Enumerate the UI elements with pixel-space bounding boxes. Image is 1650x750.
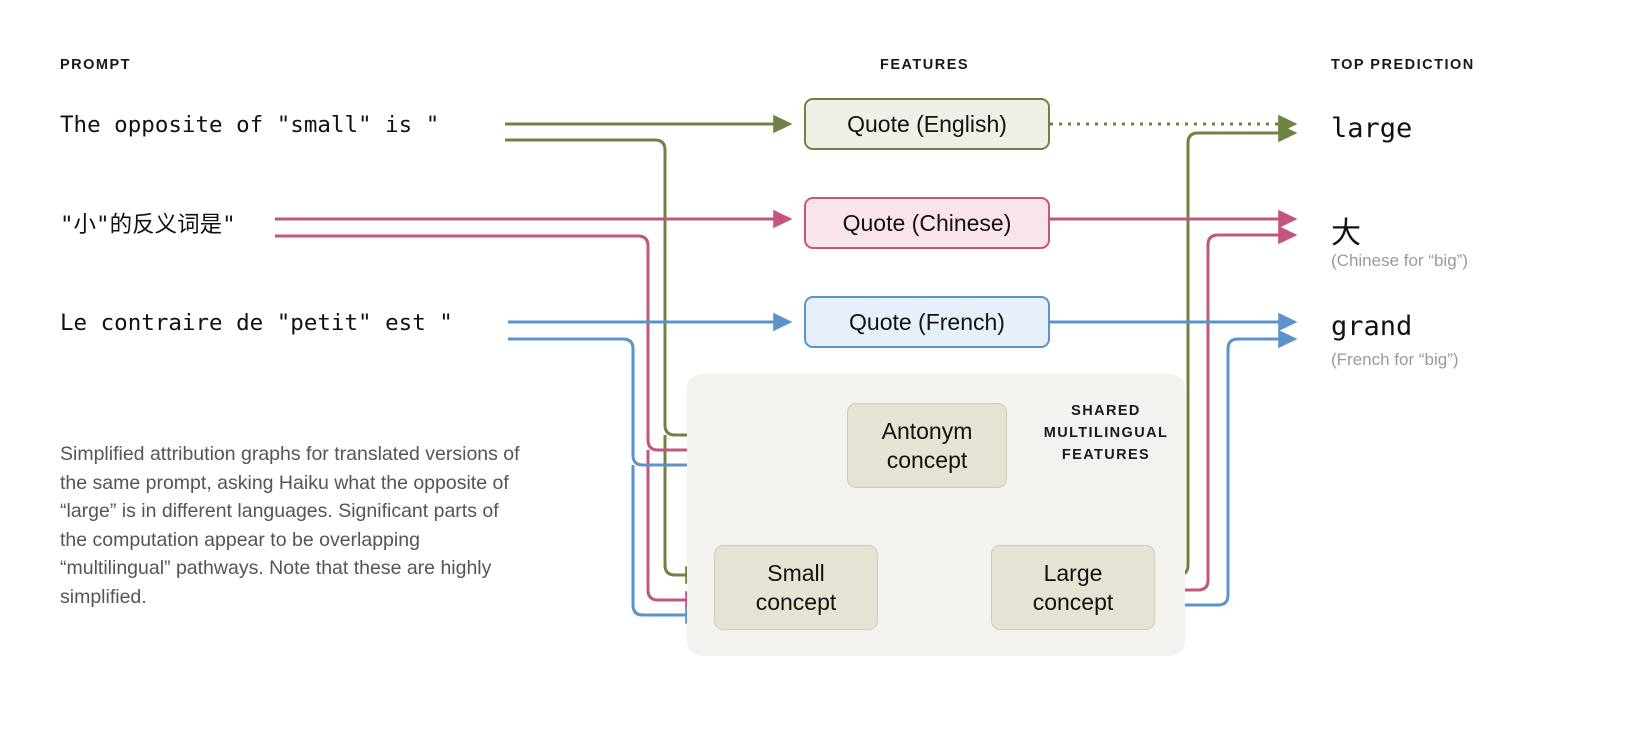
feature-box-quote-french[interactable]: Quote (French) [804, 296, 1050, 348]
concept-box-small[interactable]: Small concept [714, 545, 878, 630]
feature-box-quote-chinese[interactable]: Quote (Chinese) [804, 197, 1050, 249]
column-header-prompt: PROMPT [60, 57, 132, 73]
feature-label-quote-chinese: Quote (Chinese) [842, 209, 1012, 236]
concept-antonym-line-2: concept [886, 446, 968, 473]
figure-caption: Simplified attribution graphs for transl… [60, 443, 520, 608]
prompt-french: Le contraire de "petit" est " [60, 310, 453, 336]
concept-large-line-2: concept [1032, 588, 1114, 615]
feature-label-quote-english: Quote (English) [847, 110, 1007, 137]
shared-multilingual-label: SHARED MULTILINGUAL FEATURES [1020, 400, 1192, 466]
prediction-grand: grand [1331, 311, 1413, 342]
concept-antonym-line-1: Antonym [881, 417, 973, 444]
feature-box-quote-english[interactable]: Quote (English) [804, 98, 1050, 150]
feature-label-quote-french: Quote (French) [849, 308, 1005, 335]
column-header-features: FEATURES [880, 57, 970, 73]
shared-label-line-1: SHARED [1071, 403, 1141, 419]
prediction-da-note: (Chinese for “big”) [1331, 251, 1468, 270]
prediction-grand-note: (French for “big”) [1331, 350, 1459, 369]
concept-box-large[interactable]: Large concept [991, 545, 1155, 630]
concept-small-line-1: Small [767, 559, 825, 586]
column-header-top-prediction: TOP PREDICTION [1331, 57, 1475, 73]
shared-label-line-3: FEATURES [1061, 447, 1151, 463]
concept-box-antonym[interactable]: Antonym concept [847, 403, 1007, 488]
prediction-large: large [1331, 113, 1413, 144]
prediction-da: 大 [1331, 216, 1361, 251]
concept-large-line-1: Large [1043, 559, 1103, 586]
concept-small-line-2: concept [755, 588, 837, 615]
prompt-english: The opposite of "small" is " [60, 112, 440, 138]
prompt-chinese: "小"的反义词是" [60, 212, 236, 238]
shared-label-line-2: MULTILINGUAL [1043, 425, 1169, 441]
